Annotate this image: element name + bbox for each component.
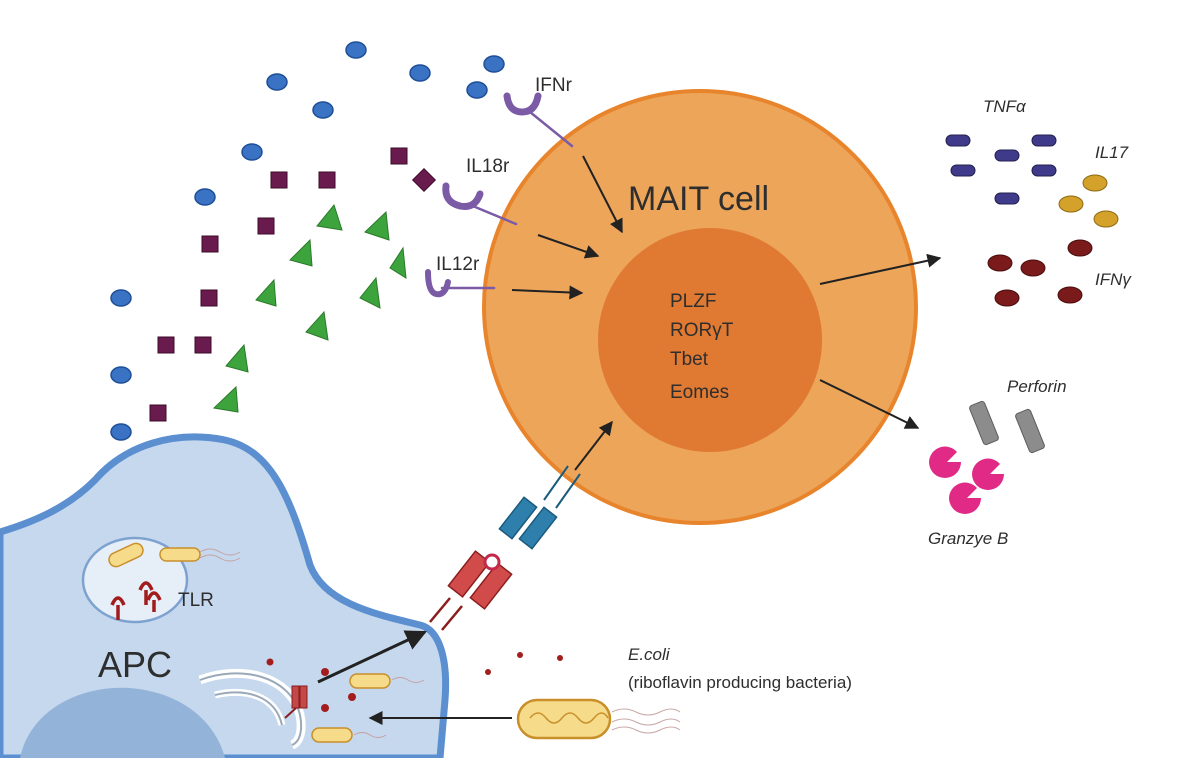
tf-tbet: Tbet [670, 349, 709, 370]
il12-receptor-icon [425, 269, 496, 298]
arrow-il18r [537, 234, 600, 259]
arrow-cytokine-release [819, 253, 942, 285]
il17-molecules [1058, 174, 1119, 228]
mait-cell-nucleus [598, 228, 822, 452]
il18-ligands [149, 147, 437, 422]
mr1-molecule-icon [284, 685, 308, 719]
ecoli-bacterium-icon [516, 698, 681, 740]
ifng-label: IFNγ [1095, 270, 1132, 289]
perforin-label: Perforin [1007, 377, 1067, 396]
mait-cell-title: MAIT cell [628, 180, 769, 218]
tnf-molecules [945, 134, 1057, 205]
granzyme-label: Granzye B [928, 529, 1008, 548]
il12-receptor-label: IL12r [436, 254, 480, 275]
il17-label: IL17 [1095, 143, 1129, 162]
apc-cell [0, 433, 450, 758]
ecoli-description: (riboflavin producing bacteria) [628, 673, 852, 692]
riboflavin-metabolites [266, 652, 563, 712]
tf-plzf: PLZF [670, 291, 716, 312]
ifng-molecules [987, 239, 1093, 307]
tlr-receptor-icon [110, 581, 162, 620]
apc-internal-bacteria [311, 673, 425, 743]
arrow-tcr-signal [574, 420, 613, 471]
tf-eomes: Eomes [670, 382, 729, 403]
ecoli-label: E.coli [628, 645, 671, 664]
apc-label: APC [98, 644, 172, 685]
ifn-ligands [110, 41, 505, 441]
tlr-label: TLR [178, 590, 214, 611]
tcr-mr1-complex [429, 465, 581, 631]
arrow-ifnr [582, 155, 623, 234]
il18-receptor-label: IL18r [466, 156, 510, 177]
il18-receptor-icon [442, 182, 518, 226]
tf-rorgt: RORγT [670, 320, 734, 341]
tnf-label: TNFα [983, 97, 1027, 116]
il12-ligands [212, 203, 407, 413]
apc-nucleus [20, 687, 225, 758]
ifn-receptor-label: IFNr [535, 75, 573, 96]
ifn-receptor-icon [503, 92, 574, 148]
phagosome [81, 536, 241, 624]
granzyme-icon [929, 446, 1004, 514]
arrow-cytotoxic-release [819, 379, 920, 429]
arrow-presentation [317, 630, 427, 684]
perforin-icon [969, 400, 1045, 454]
arrow-il12r [511, 285, 584, 300]
